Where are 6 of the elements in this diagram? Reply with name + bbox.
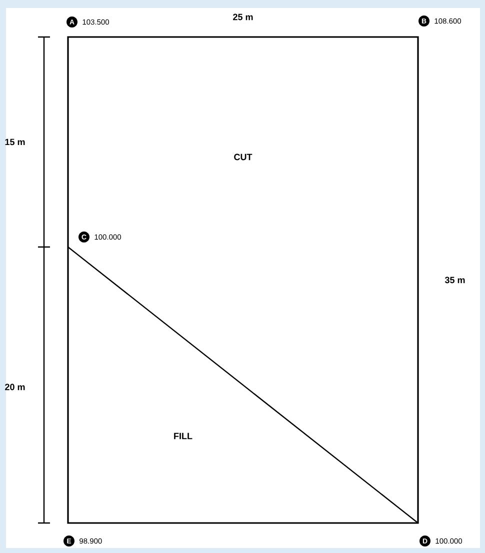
dimension-label: FILL bbox=[174, 432, 192, 440]
dimension-label: 15 m bbox=[5, 138, 25, 146]
dimension-label: CUT bbox=[234, 154, 252, 160]
dimension-label: 20 m bbox=[5, 384, 25, 390]
dimension-label: 25 m bbox=[233, 14, 253, 20]
dimension-label: 35 m bbox=[444, 276, 465, 284]
